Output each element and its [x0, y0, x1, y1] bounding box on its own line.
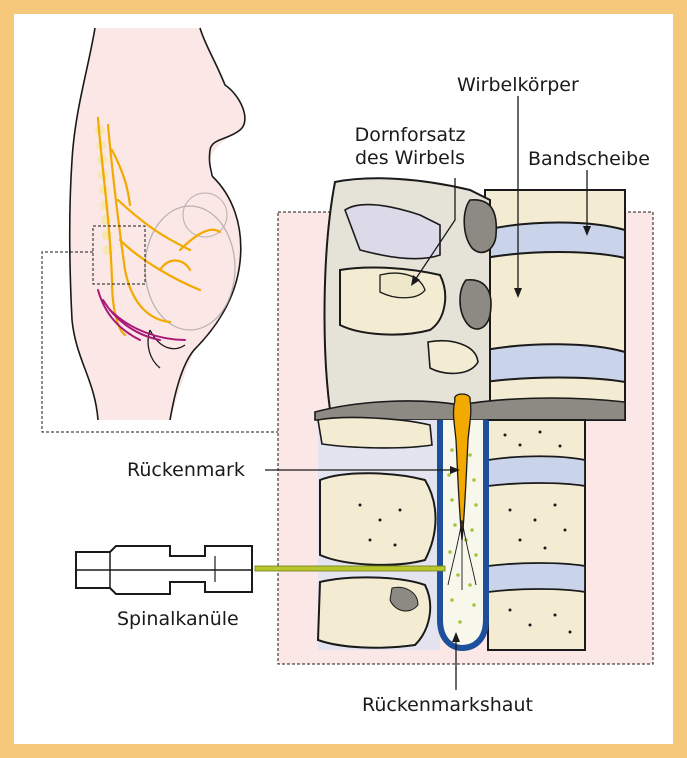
label-bandscheibe: Bandscheibe — [528, 148, 650, 170]
label-rueckenmarkshaut: Rückenmarkshaut — [362, 694, 533, 716]
label-dornfortsatz-line1: Dornforsatz — [350, 124, 470, 146]
label-rueckenmark: Rückenmark — [127, 459, 245, 481]
spine-detail — [315, 178, 625, 650]
label-dornfortsatz-line2: des Wirbels — [350, 147, 470, 169]
label-wirbelkoerper: Wirbelkörper — [457, 74, 579, 96]
label-spinalkanuele: Spinalkanüle — [117, 608, 239, 630]
